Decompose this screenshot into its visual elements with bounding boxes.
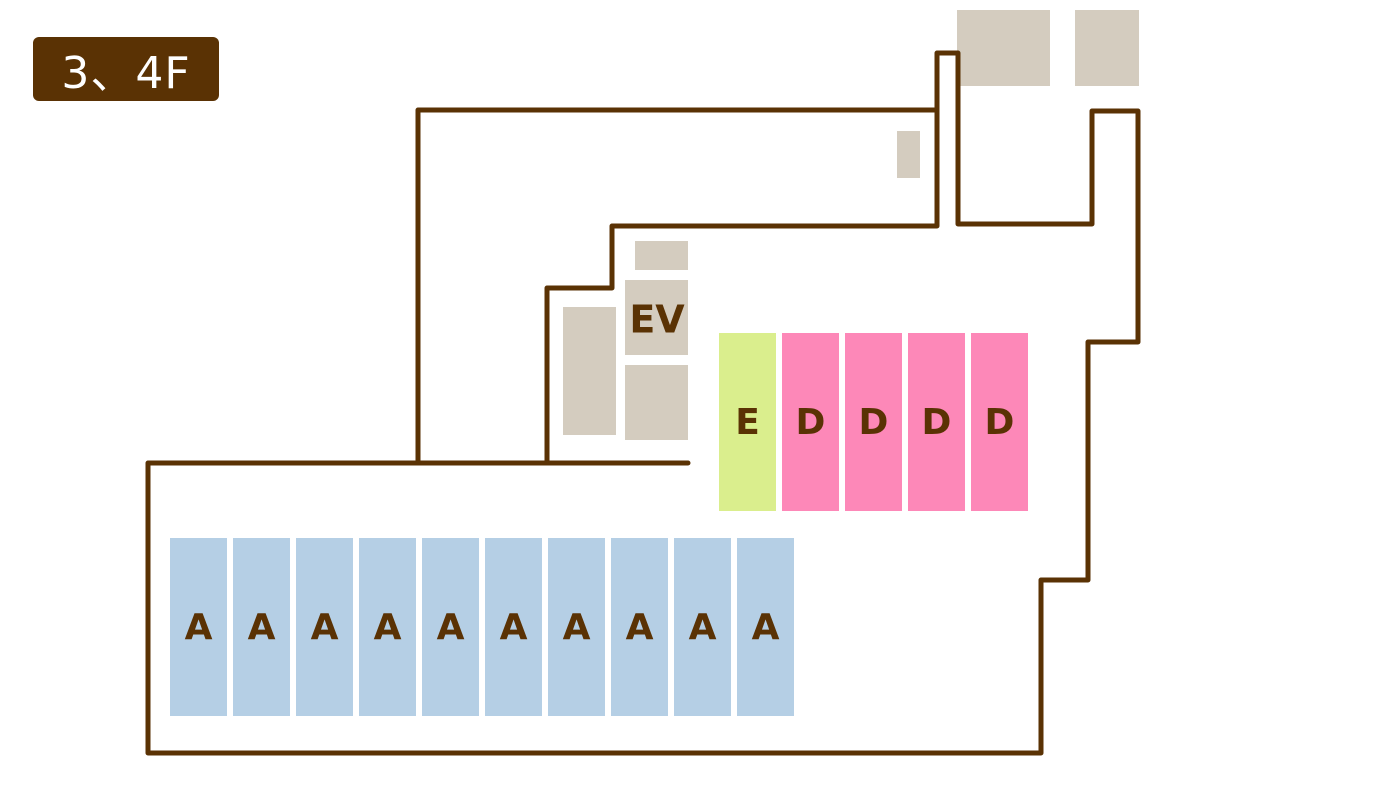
fixture-ev-bottom-block — [625, 365, 688, 440]
unit-d-label-2: D — [859, 402, 889, 443]
unit-d-label-3: D — [922, 402, 952, 443]
unit-a-label-5: A — [437, 607, 465, 648]
unit-a-8 — [611, 538, 668, 716]
unit-a-3 — [296, 538, 353, 716]
inner-wall-step — [544, 107, 940, 466]
unit-d-3 — [908, 333, 965, 511]
unit-a-label-1: A — [185, 607, 213, 648]
unit-a-7 — [548, 538, 605, 716]
fixture-small-block — [897, 131, 920, 178]
outer-wall — [145, 50, 1141, 756]
unit-e-label-1: E — [735, 402, 760, 443]
walls — [145, 50, 1141, 756]
fixture-block-top-left — [957, 10, 1050, 86]
stair-block — [563, 307, 616, 435]
unit-a-label-2: A — [248, 607, 276, 648]
unit-d-2 — [845, 333, 902, 511]
units-e-group: E — [719, 333, 776, 511]
unit-d-label-4: D — [985, 402, 1015, 443]
fixtures — [563, 10, 1139, 440]
elevator-shaft — [625, 280, 688, 355]
unit-a-label-6: A — [500, 607, 528, 648]
fixture-ev-top-block — [635, 241, 688, 270]
unit-a-label-8: A — [626, 607, 654, 648]
unit-a-label-10: A — [752, 607, 780, 648]
floor-label-badge: 3、4F — [33, 37, 219, 101]
unit-e-1 — [719, 333, 776, 511]
unit-a-10 — [737, 538, 794, 716]
unit-a-label-4: A — [374, 607, 402, 648]
unit-a-1 — [170, 538, 227, 716]
unit-a-5 — [422, 538, 479, 716]
unit-a-4 — [359, 538, 416, 716]
unit-d-4 — [971, 333, 1028, 511]
unit-a-label-9: A — [689, 607, 717, 648]
unit-a-label-7: A — [563, 607, 591, 648]
unit-a-label-3: A — [311, 607, 339, 648]
unit-d-label-1: D — [796, 402, 826, 443]
fixture-block-top-right — [1075, 10, 1139, 86]
unit-d-1 — [782, 333, 839, 511]
unit-a-2 — [233, 538, 290, 716]
unit-a-9 — [674, 538, 731, 716]
elevator-label: EV — [629, 298, 685, 342]
unit-a-6 — [485, 538, 542, 716]
